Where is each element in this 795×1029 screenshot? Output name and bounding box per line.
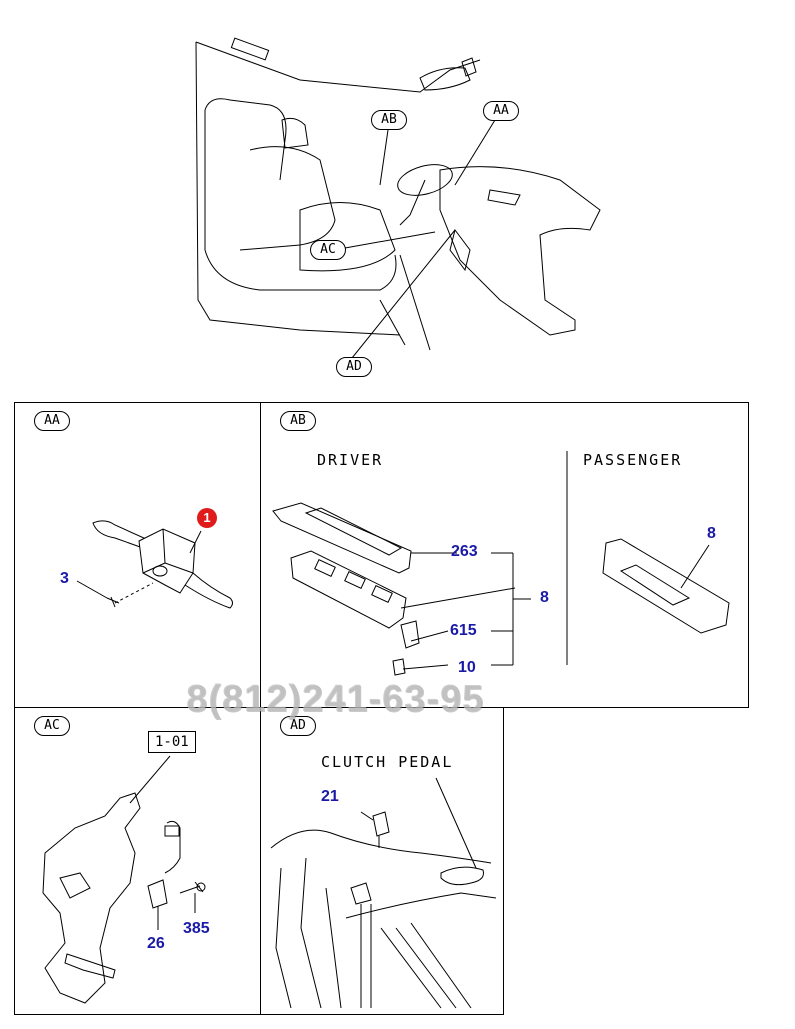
panel-aa-tag: AA [34, 411, 70, 431]
part-number-8: 8 [540, 589, 549, 606]
clutch-pedal-drawing [270, 777, 497, 1009]
panel-ac: AC 1-01 26 385 [14, 707, 261, 1015]
callout-ab: AB [371, 110, 407, 130]
panel-ad-tag: AD [280, 716, 316, 736]
panel-ab: AB DRIVER PASSENGER 263 8 615 10 8 [260, 402, 749, 708]
part-number-263: 263 [451, 543, 478, 560]
part-number-21: 21 [321, 788, 339, 805]
panel-aa: AA 1 3 [14, 402, 261, 708]
combination-switch-drawing [76, 520, 233, 609]
part-number-615: 615 [450, 622, 477, 639]
passenger-label: PASSENGER [583, 451, 683, 469]
pedal-bracket-drawing [42, 755, 206, 1004]
callout-aa: AA [483, 101, 519, 121]
part-number-3: 3 [60, 570, 69, 587]
callout-ac: AC [310, 240, 346, 260]
reference-box: 1-01 [148, 731, 196, 753]
clutch-pedal-label: CLUTCH PEDAL [321, 753, 454, 771]
window-switch-drawing [272, 451, 730, 676]
part-number-26: 26 [147, 935, 165, 952]
passenger-part-number-8: 8 [707, 525, 716, 542]
part-badge-1: 1 [197, 508, 217, 528]
part-number-10: 10 [458, 659, 476, 676]
driver-label: DRIVER [317, 451, 384, 469]
callout-ad: AD [336, 357, 372, 377]
panel-ad: AD CLUTCH PEDAL 21 [260, 707, 504, 1015]
panel-ac-tag: AC [34, 716, 70, 736]
phone-watermark: 8(812)241-63-95 [186, 678, 485, 720]
cab-interior-drawing [195, 37, 601, 359]
panel-ab-tag: AB [280, 411, 316, 431]
part-number-385: 385 [183, 920, 210, 937]
